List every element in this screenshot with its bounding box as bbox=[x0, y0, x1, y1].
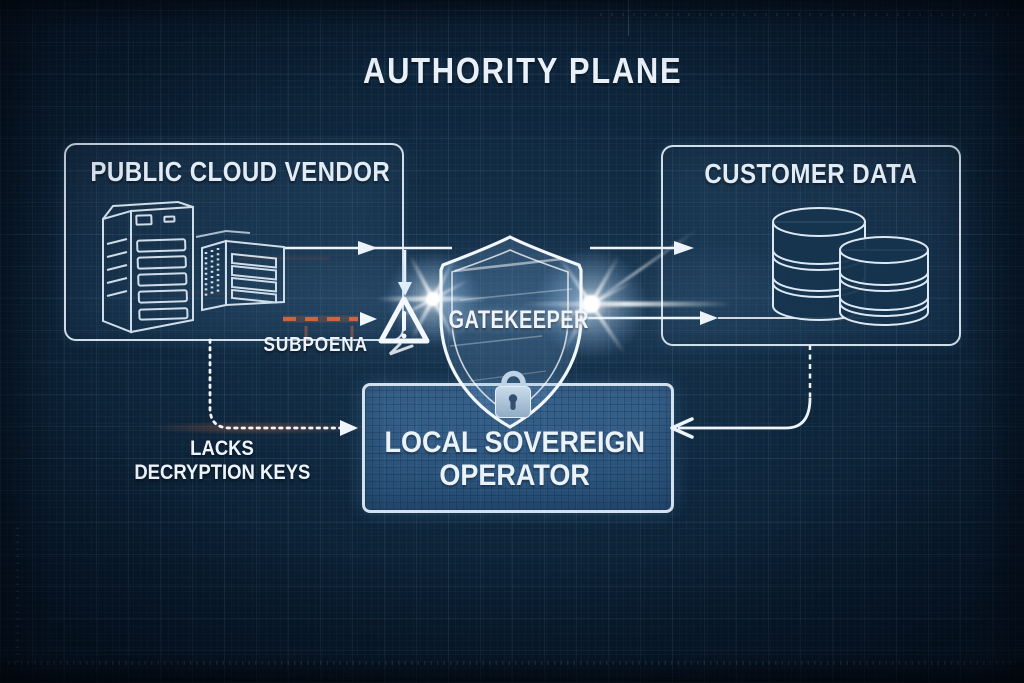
flare-core-left bbox=[426, 292, 440, 306]
subpoena-label: SUBPOENA bbox=[263, 334, 369, 356]
bottom-ruler-ticks bbox=[8, 661, 1016, 665]
gatekeeper-label: GATEKEEPER bbox=[448, 306, 589, 334]
left-ruler-ticks bbox=[16, 522, 19, 662]
operator-box-label: LOCAL SOVEREIGN OPERATOR bbox=[384, 426, 646, 492]
database-icon-small bbox=[839, 236, 929, 326]
lacks-decryption-keys-label: LACKS DECRYPTION KEYS bbox=[133, 436, 311, 484]
